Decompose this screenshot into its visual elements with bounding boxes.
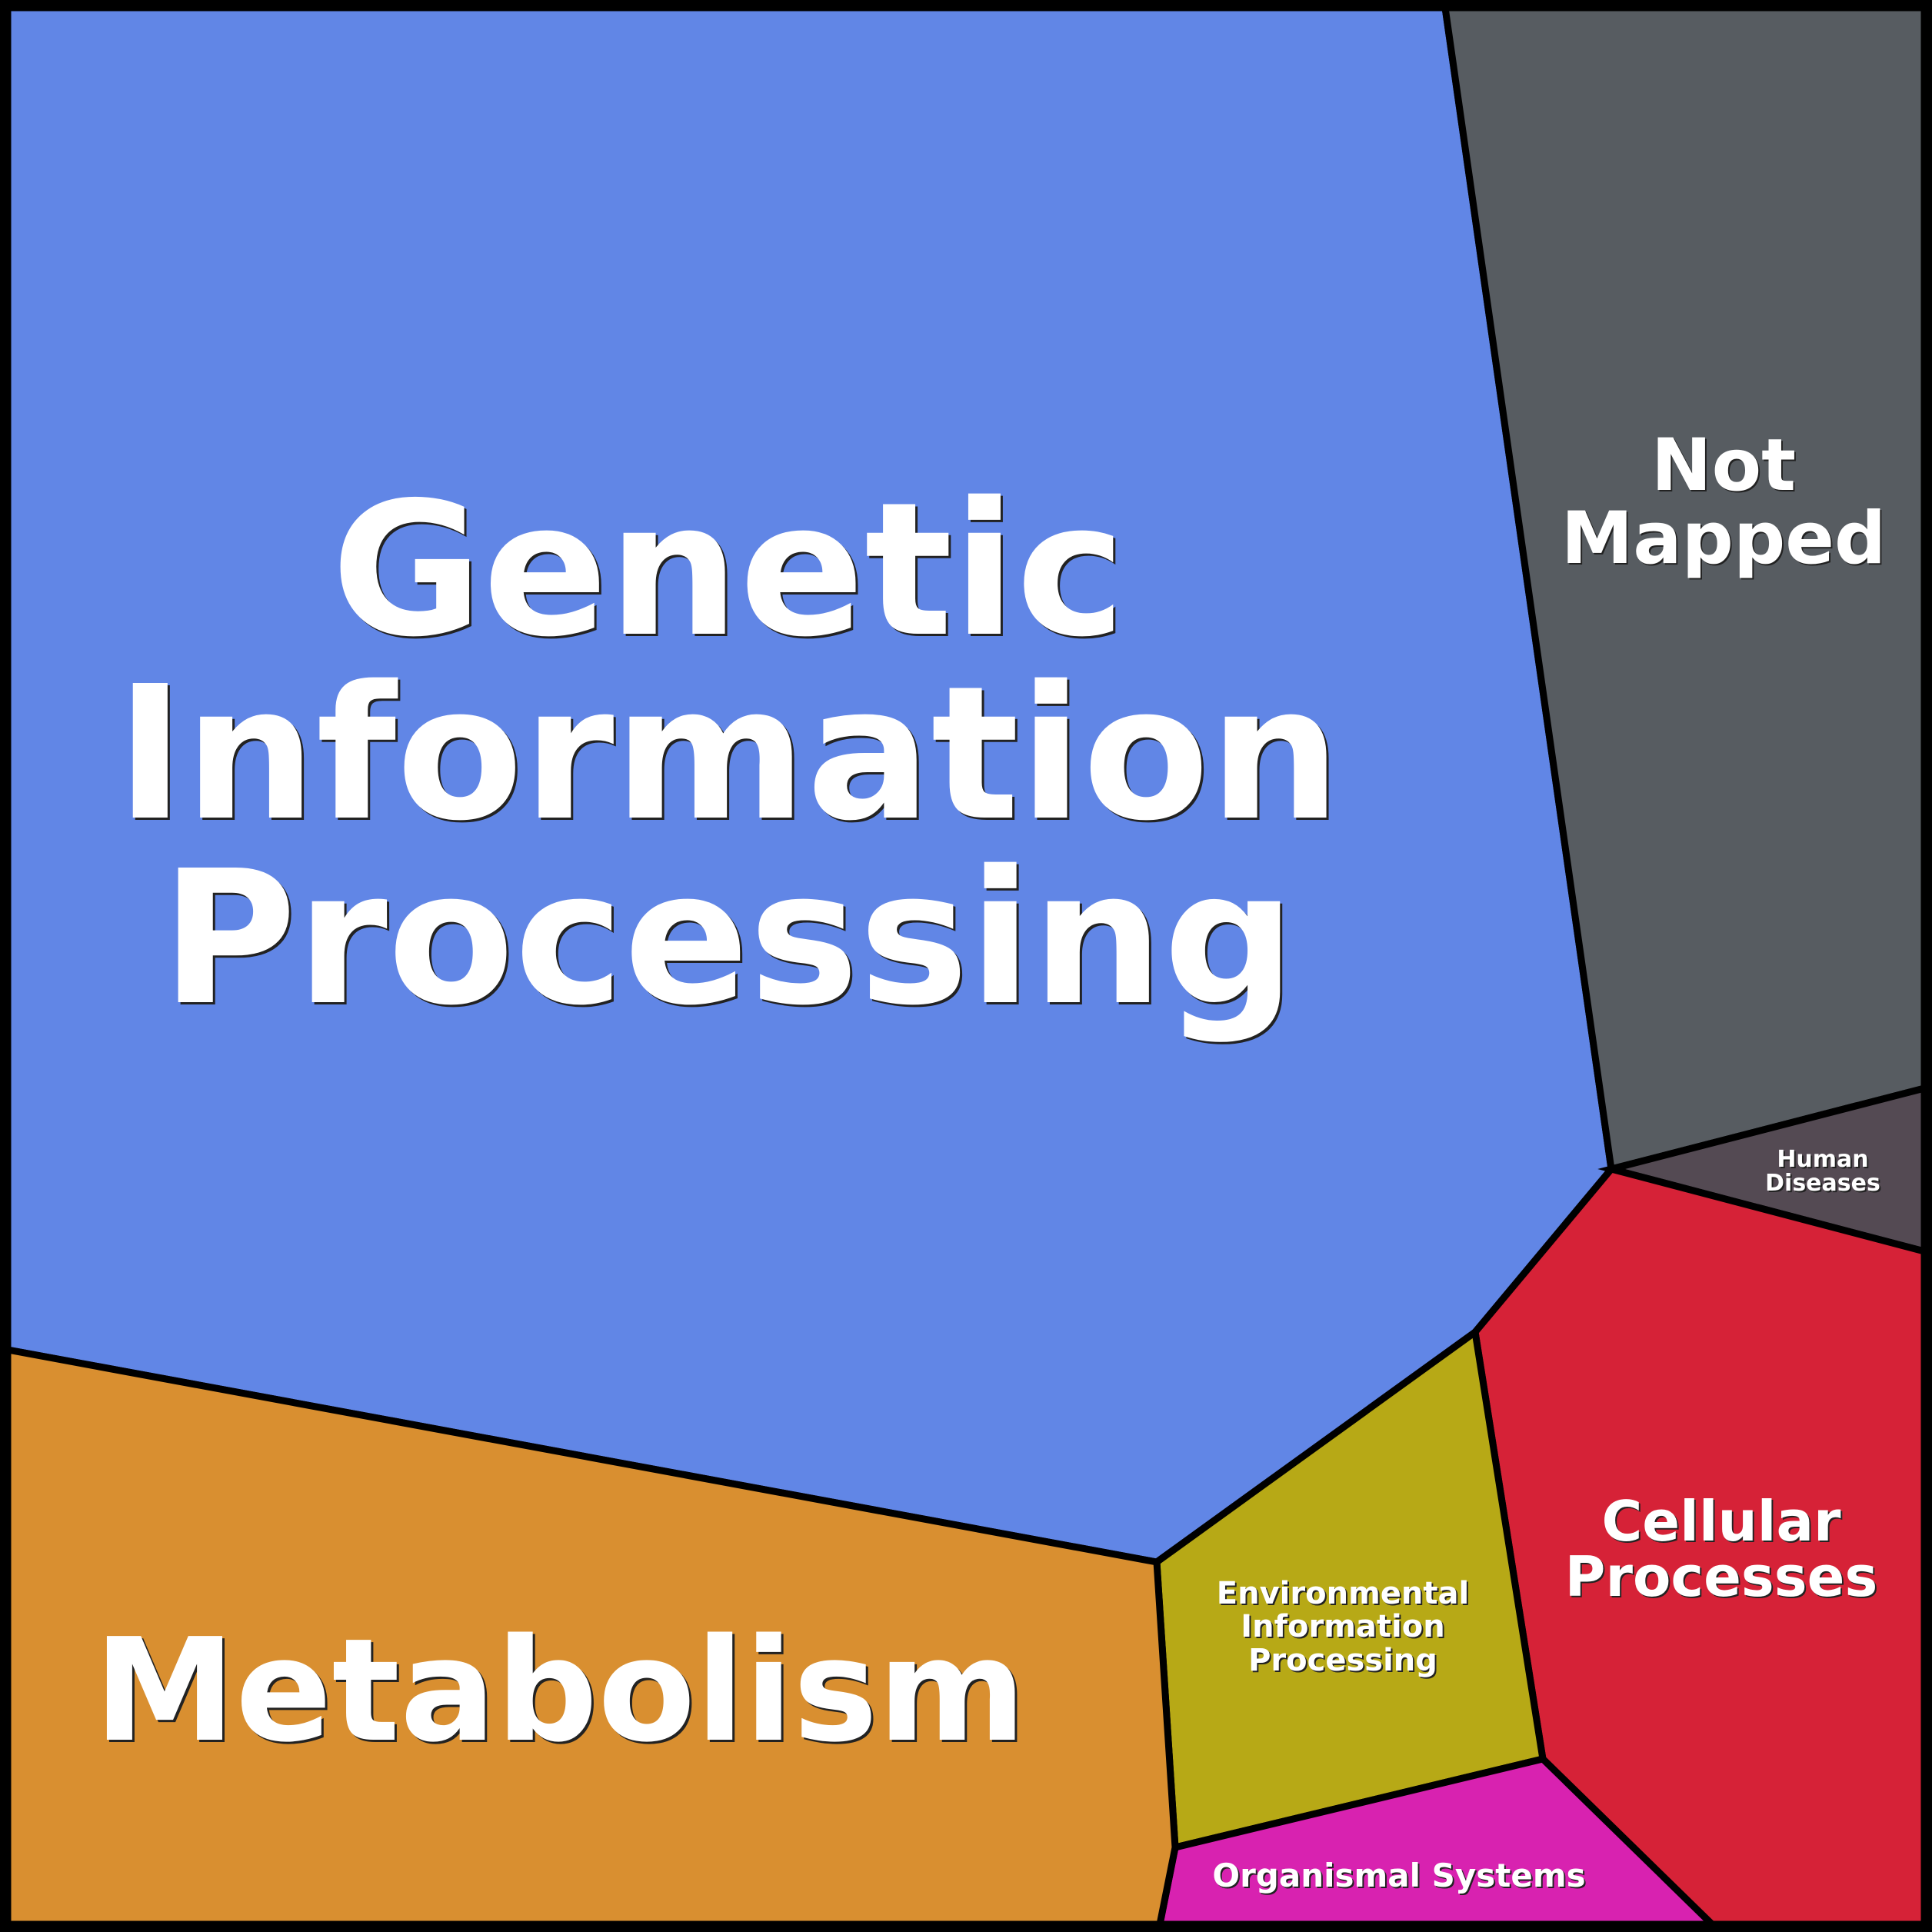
label-line-1: Metabolism <box>94 1607 1026 1774</box>
label-shadow: Genetic <box>334 465 1128 680</box>
label-line-1: Genetic <box>331 462 1126 678</box>
label-shadow: Processes <box>1567 1546 1880 1611</box>
label-shadow: Environmental <box>1218 1577 1471 1613</box>
label-not-mapped: Not Not Mapped Mapped <box>1561 424 1888 582</box>
label-line-3: Processing <box>162 831 1296 1046</box>
label-shadow: Information <box>118 648 1344 864</box>
label-organismal-systems: Organismal Systems Organismal Systems <box>1212 1857 1587 1896</box>
label-line-2: Information <box>1241 1609 1444 1644</box>
label-shadow: Information <box>1242 1611 1446 1646</box>
label-line-1: Environmental <box>1217 1576 1469 1611</box>
label-line-2: Information <box>116 646 1341 861</box>
label-shadow: Processing <box>1250 1644 1439 1680</box>
label-metabolism: Metabolism Metabolism <box>94 1607 1028 1776</box>
label-line-2: Processes <box>1565 1544 1878 1609</box>
label-line-1: Organismal Systems <box>1212 1857 1585 1894</box>
label-line-2: Diseases <box>1765 1170 1880 1197</box>
label-line-1: Human <box>1777 1146 1868 1173</box>
label-environmental-information-processing: Environmental Environmental Information … <box>1217 1576 1471 1680</box>
label-human-diseases: Human Human Diseases Diseases <box>1765 1146 1882 1198</box>
label-genetic-information-processing: Genetic Genetic Information Information … <box>116 462 1344 1048</box>
label-line-2: Mapped <box>1561 497 1887 581</box>
label-line-1: Cellular <box>1601 1489 1841 1554</box>
label-cellular-processes: Cellular Cellular Processes Processes <box>1565 1489 1880 1611</box>
label-shadow: Mapped <box>1563 498 1888 582</box>
label-shadow: Not <box>1653 425 1797 509</box>
label-line-1: Not <box>1651 424 1796 508</box>
label-line-3: Processing <box>1248 1643 1437 1678</box>
label-shadow: Human <box>1778 1148 1870 1174</box>
label-shadow: Organismal Systems <box>1214 1858 1587 1896</box>
label-shadow: Diseases <box>1767 1171 1882 1198</box>
label-shadow: Cellular <box>1603 1491 1843 1555</box>
label-shadow: Processing <box>164 833 1298 1048</box>
label-shadow: Metabolism <box>96 1610 1028 1776</box>
